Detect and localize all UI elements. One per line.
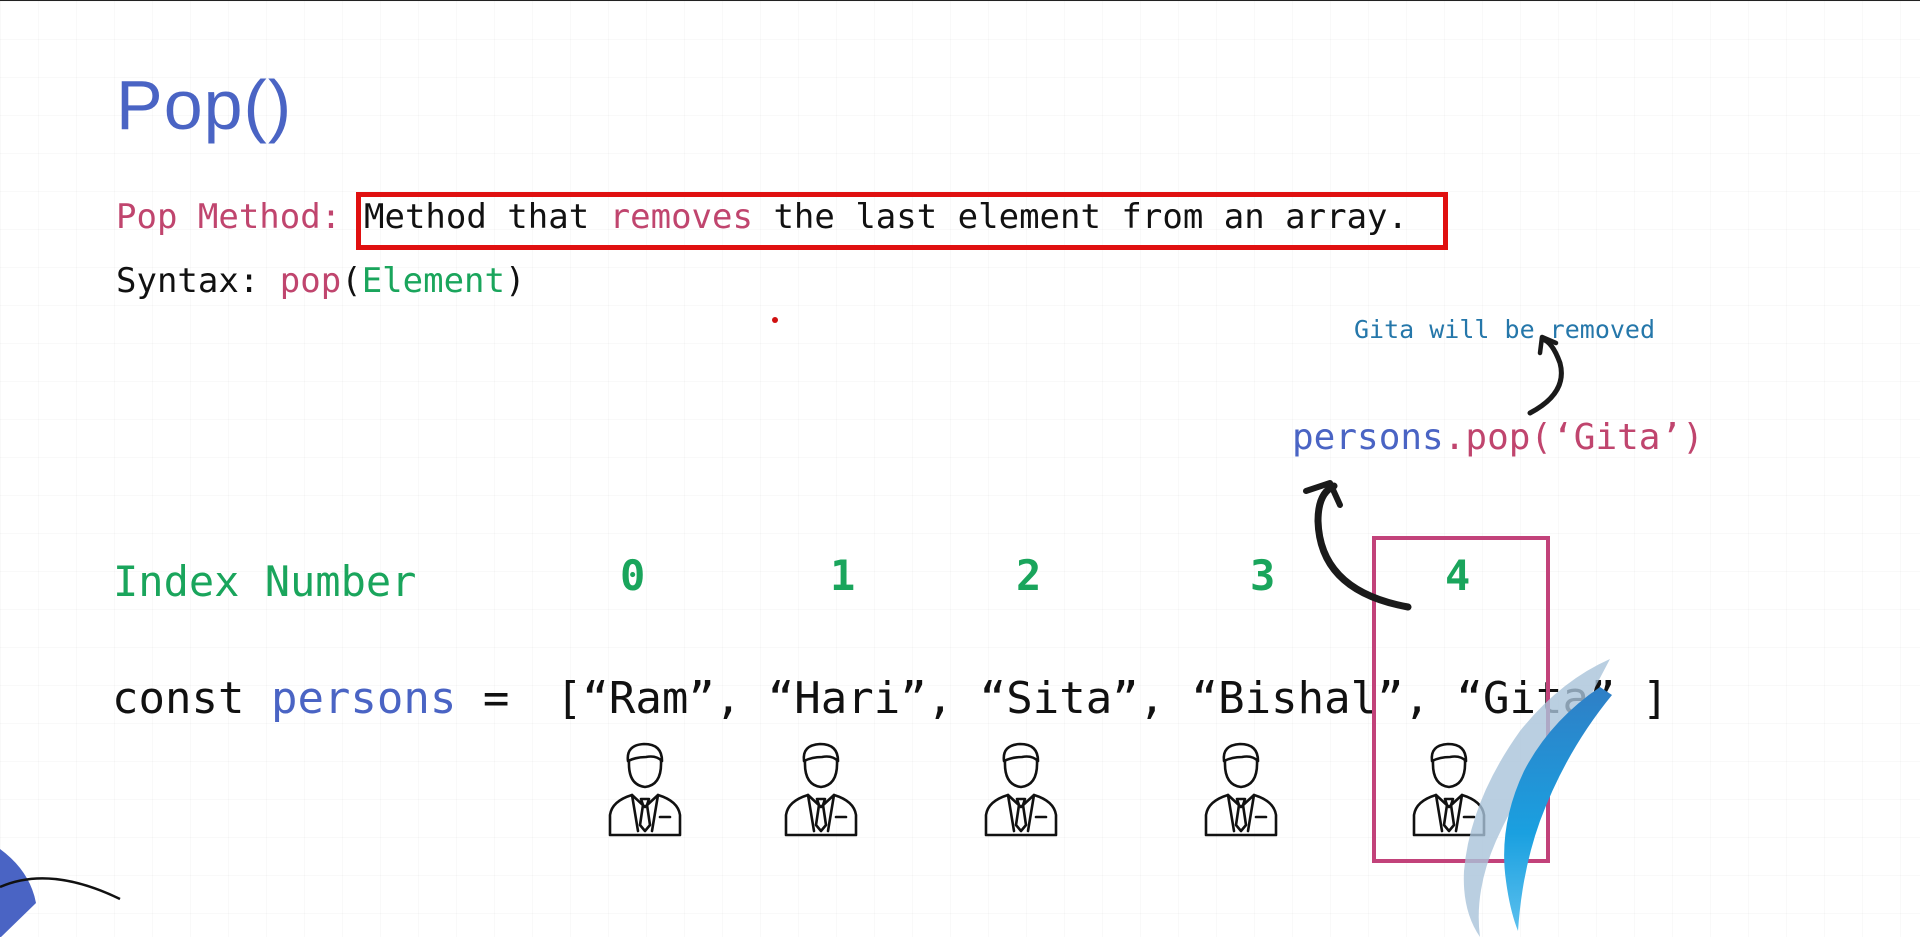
- pop-call: persons.pop(‘Gita’): [1292, 417, 1704, 458]
- curved-arrow-to-note: [1527, 336, 1564, 416]
- curved-arrow-head-call: [1303, 480, 1343, 508]
- code-array: [“Ram”, “Hari”, “Sita”, “Bishal”, “Gita”…: [555, 673, 1669, 724]
- definition-keyword: removes: [609, 197, 753, 237]
- definition-label: Pop Method:: [116, 197, 342, 237]
- definition-highlight-box: [356, 192, 1448, 250]
- syntax-close-paren: ): [504, 261, 526, 301]
- index-1: 1: [830, 551, 856, 600]
- person-icon: [984, 742, 1058, 837]
- definition-text-after: the last element from an array.: [773, 197, 1408, 237]
- index-number-label: Index Number: [113, 557, 417, 606]
- pop-call-dot: .: [1443, 417, 1466, 458]
- definition-text: Method that removes the last element fro…: [364, 197, 1408, 237]
- index-2: 2: [1016, 551, 1042, 600]
- slide-title: Pop(): [116, 66, 293, 144]
- selected-element-box: [1372, 536, 1550, 863]
- definition-label-row: Pop Method:: [116, 197, 341, 237]
- pointer-dot: [772, 317, 778, 323]
- removal-note: Gita will be removed: [1354, 315, 1656, 344]
- index-0: 0: [620, 551, 646, 600]
- definition-text-before: Method that: [364, 197, 590, 237]
- decorative-swoosh: [1463, 659, 1612, 937]
- syntax-func: pop: [279, 261, 342, 301]
- person-icon: [1204, 742, 1278, 837]
- syntax-param: Element: [361, 261, 505, 301]
- syntax-open-paren: (: [341, 261, 362, 301]
- syntax-label: Syntax:: [116, 261, 260, 301]
- decorative-corner-shape: [0, 849, 121, 937]
- index-4: 4: [1445, 551, 1471, 600]
- code-assign: =: [482, 673, 510, 724]
- person-icon: [784, 742, 858, 837]
- code-variable: persons: [270, 673, 457, 724]
- syntax-row: Syntax: pop(Element): [116, 261, 525, 301]
- pop-call-method: pop(‘Gita’): [1465, 417, 1704, 458]
- pop-call-object: persons: [1292, 417, 1444, 458]
- code-line: const persons = [“Ram”, “Hari”, “Sita”, …: [112, 673, 1668, 724]
- person-icon: [608, 742, 682, 837]
- index-3: 3: [1250, 551, 1276, 600]
- code-keyword: const: [112, 673, 245, 724]
